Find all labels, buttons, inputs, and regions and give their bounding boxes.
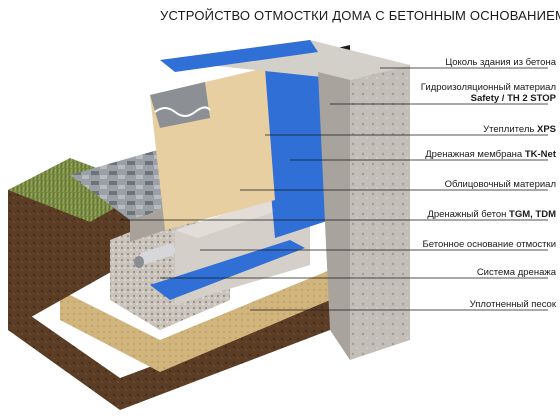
legend-concrete-base: Бетонное основание отмостки: [422, 239, 557, 250]
legend-membrane: Дренажная мембрана TK-Net: [425, 149, 556, 160]
sand-layer: [60, 270, 330, 372]
waterproof-vertical: [260, 52, 330, 238]
plinth-top-blue: [160, 40, 318, 72]
waterproof-bottom: [150, 240, 305, 300]
legend-facing: Облицовочный материал: [444, 179, 556, 190]
plinth-top: [160, 40, 410, 80]
page-title: УСТРОЙСТВО ОТМОСТКИ ДОМА С БЕТОННЫМ ОСНО…: [160, 8, 560, 23]
plinth-front: [350, 65, 410, 360]
drain-pipe: [134, 243, 176, 268]
membrane: [150, 82, 210, 128]
soil-base: [8, 300, 330, 410]
legend-waterproof: Гидроизоляционный материал Safety / TH 2…: [420, 82, 556, 104]
legend-drainage: Система дренажа: [476, 267, 556, 278]
legend-insulation: Утеплитель XPS: [483, 124, 556, 135]
legend-drain-concrete: Дренажный бетон TGM, TDM: [427, 209, 556, 220]
legend-sand: Уплотненный песок: [469, 299, 556, 310]
plinth-side: [318, 72, 350, 360]
legend-plinth: Цоколь здания из бетона: [445, 57, 556, 68]
